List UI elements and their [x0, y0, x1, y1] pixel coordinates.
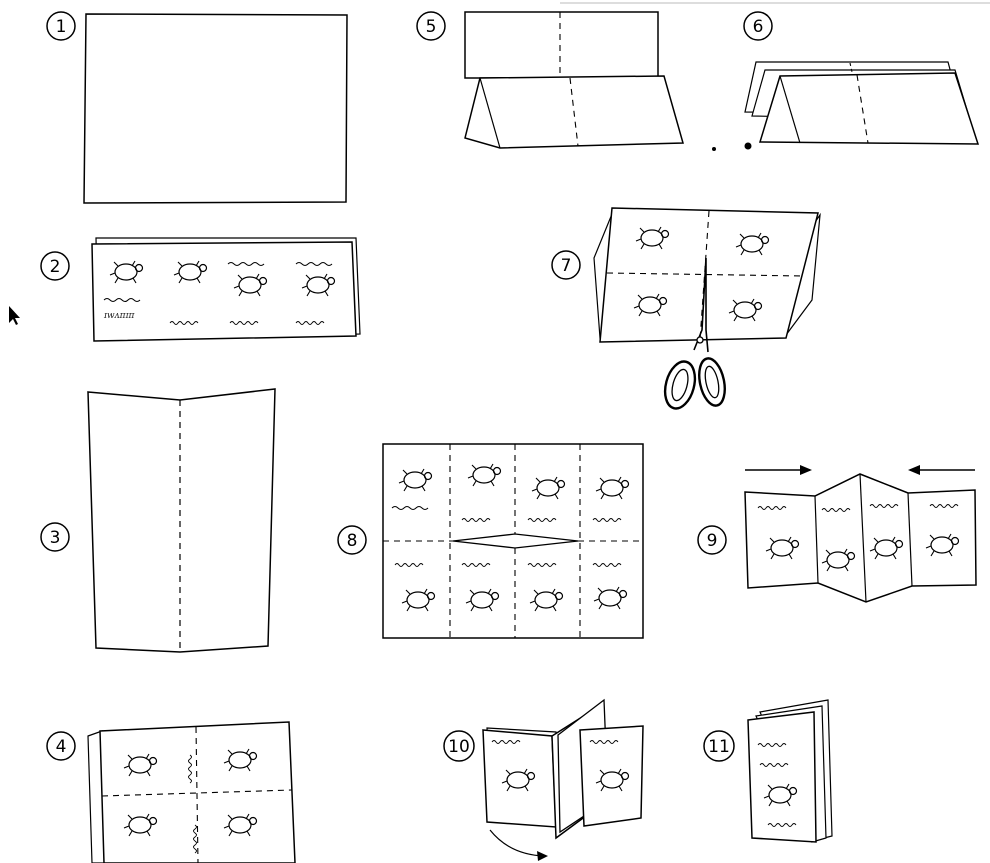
double-tent-fold: [760, 73, 978, 144]
page-caption: ɪwᴧᴨɪᴨ: [103, 311, 135, 321]
step-number: 6: [753, 17, 764, 37]
folded-sheet: [88, 389, 275, 652]
step-number-badge: 9: [698, 526, 726, 554]
step-number-badge: 10: [444, 731, 474, 761]
printed-strip: [92, 242, 356, 341]
step-number-badge: 1: [47, 12, 75, 40]
step-number-badge: 7: [552, 251, 580, 279]
step-number: 10: [448, 737, 470, 757]
push-arrow-left-icon: [908, 465, 975, 475]
step-number: 5: [426, 17, 437, 37]
step-5: 5: [417, 12, 683, 148]
step-3: 3: [41, 389, 275, 652]
booklet-right-page: [580, 726, 643, 826]
step-number: 9: [707, 531, 718, 551]
step-number: 4: [56, 737, 67, 757]
step-2: 2 ɪwᴧᴨɪᴨ: [41, 238, 360, 341]
step-number: 1: [56, 17, 67, 37]
step-8: 8: [338, 444, 643, 638]
step-number-badge: 11: [704, 731, 734, 761]
mouse-cursor-icon: [9, 306, 20, 325]
ink-dot: [745, 143, 752, 150]
step-number-badge: 8: [338, 526, 366, 554]
step-number-badge: 2: [41, 252, 69, 280]
step-number: 2: [50, 257, 61, 277]
step-1: 1: [47, 12, 347, 203]
step-number: 11: [708, 737, 730, 757]
step-10: 10: [444, 700, 643, 861]
step-4: 4: [47, 722, 295, 863]
flat-sheet: [84, 14, 347, 203]
step-6: 6: [744, 12, 978, 144]
step-number-badge: 5: [417, 12, 445, 40]
step-number: 8: [347, 531, 358, 551]
push-arrow-right-icon: [745, 465, 812, 475]
back-panel: [465, 12, 658, 78]
step-7: 7: [552, 208, 820, 412]
step-11: 11: [704, 700, 832, 842]
step-number: 7: [561, 256, 572, 276]
step-number: 3: [50, 528, 61, 548]
step-9: 9: [698, 465, 976, 602]
step-number-badge: 4: [47, 732, 75, 760]
booklet-left-page: [483, 730, 556, 827]
step-number-badge: 3: [41, 523, 69, 551]
page-turn-arrow-icon: [490, 830, 548, 861]
finished-booklet: [748, 712, 816, 842]
step-number-badge: 6: [744, 12, 772, 40]
